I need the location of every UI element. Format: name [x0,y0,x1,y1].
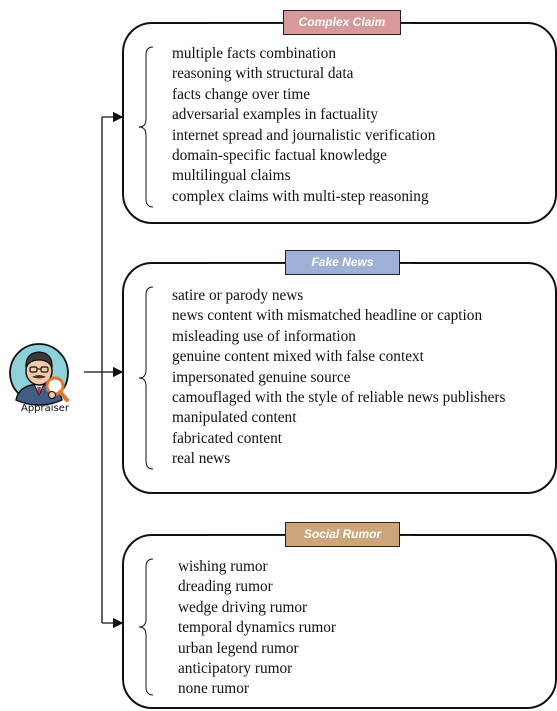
social-rumor-list: wishing rumor dreading rumor wedge drivi… [178,557,336,700]
list-item: wedge driving rumor [178,598,308,616]
list-item: wishing rumor [178,558,268,575]
fake-news-tag: Fake News [285,250,400,275]
list-item: facts change over time [172,85,311,103]
list-item: misleading use of information [172,327,356,345]
appraiser-label: Appraiser [20,403,70,414]
list-item: genuine content mixed with false context [172,348,424,366]
social-rumor-brace [138,558,154,696]
list-item: fabricated content [172,429,282,447]
list-item: adversarial examples in factuality [172,106,378,124]
list-item: internet spread and journalistic verific… [172,126,436,144]
list-item: dreading rumor [178,578,273,596]
list-item: multiple facts combination [172,45,336,62]
list-item: news content with mismatched headline or… [172,307,483,325]
list-item: satire or parody news [172,287,304,304]
list-item: domain-specific factual knowledge [172,147,387,165]
appraiser-node: Appraiser [5,340,85,424]
fake-news-brace [138,286,154,470]
complex-claim-brace [138,46,154,208]
list-item: real news [172,450,231,468]
inspector-with-magnifier-icon [9,343,69,406]
fake-news-box [122,262,557,494]
fake-news-list: satire or parody news news content with … [172,286,505,470]
list-item: impersonated genuine source [172,368,351,386]
list-item: anticipatory rumor [178,660,293,678]
list-item: reasoning with structural data [172,65,354,83]
list-item: complex claims with multi-step reasoning [172,187,429,205]
list-item: none rumor [178,680,249,698]
list-item: multilingual claims [172,167,291,185]
list-item: manipulated content [172,409,297,427]
list-item: camouflaged with the style of reliable n… [172,389,506,407]
list-item: urban legend rumor [178,639,299,657]
complex-claim-box [122,22,557,224]
social-rumor-tag: Social Rumor [285,522,400,547]
complex-claim-list: multiple facts combination reasoning wit… [172,44,435,207]
complex-claim-tag: Complex Claim [283,10,401,35]
list-item: temporal dynamics rumor [178,619,337,637]
